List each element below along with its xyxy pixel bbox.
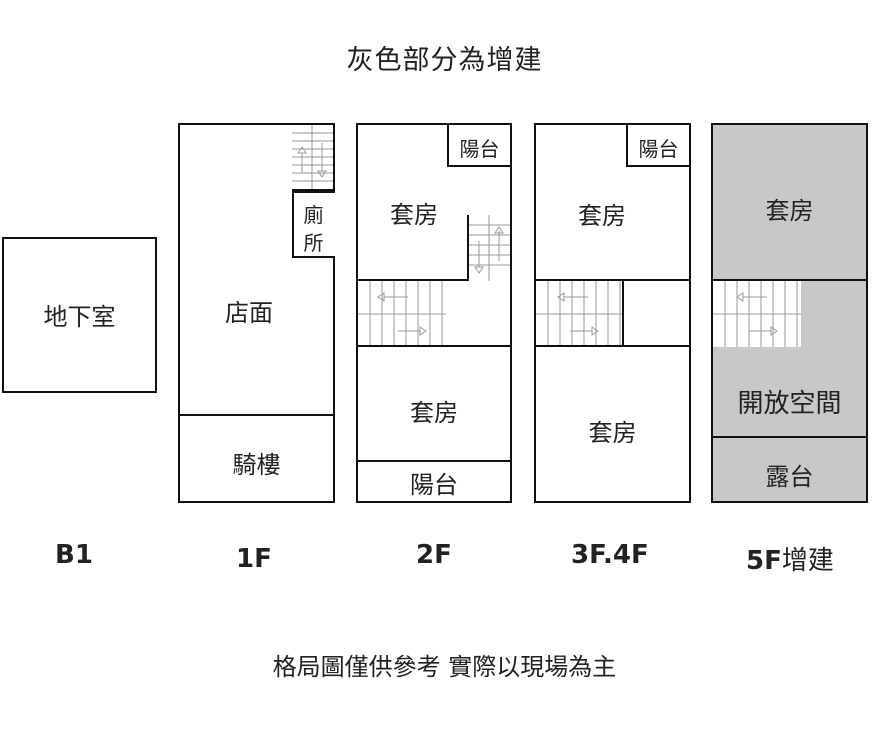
f2-upper-staircase: [469, 215, 510, 281]
f2-plan: 陽台 套房 套房 陽台: [356, 123, 512, 503]
floor-label-1f: 1F: [236, 544, 272, 574]
f34-staircase: [536, 281, 624, 347]
floor-label-5f-suffix: 增建: [781, 546, 834, 576]
f1-divider: [180, 414, 333, 416]
toilet-label-bottom: 所: [303, 231, 324, 255]
f1-staircase: [292, 125, 333, 189]
f2-middle-staircase: [358, 281, 446, 347]
f1-plan: 廁 所 店面 騎樓: [178, 123, 335, 503]
f2-bottom-divider: [358, 460, 510, 462]
floor-label-b1: B1: [55, 540, 93, 570]
plan-title: 灰色部分為增建: [346, 45, 543, 76]
floor-label-3f4f: 3F.4F: [571, 540, 649, 570]
disclaimer: 格局圖僅供參考 實際以現場為主: [272, 653, 617, 681]
f34-balcony-label: 陽台: [638, 137, 679, 161]
f5-open-space-label: 開放空間: [737, 389, 842, 419]
shop-label: 店面: [225, 299, 273, 327]
basement-label: 地下室: [43, 303, 116, 331]
balcony-bottom-label: 陽台: [410, 471, 458, 499]
f5-divider: [713, 436, 866, 438]
f2-middle-divider: [358, 345, 510, 347]
b1-basement-plan: 地下室: [2, 237, 157, 393]
suite-top-label: 套房: [390, 201, 438, 229]
suite-bottom-label: 套房: [410, 399, 458, 427]
f5-staircase: [713, 281, 801, 347]
toilet-label-top: 廁: [303, 203, 324, 227]
f34-plan: 陽台 套房 套房: [534, 123, 691, 503]
f5-terrace-label: 露台: [765, 463, 814, 491]
floor-label-5f-number: 5F: [746, 546, 782, 576]
f34-suite-top-label: 套房: [578, 202, 626, 230]
balcony-top-label: 陽台: [459, 137, 500, 161]
f5-plan: 套房 開放空間 露台: [711, 123, 868, 503]
f1-toilet: 廁 所: [292, 191, 335, 258]
f34-suite-bottom-label: 套房: [588, 419, 637, 447]
floor-label-5f: 5F增建: [746, 540, 834, 577]
floor-label-2f: 2F: [416, 540, 452, 570]
f2-top-balcony: 陽台: [447, 125, 510, 167]
f5-suite-label: 套房: [765, 197, 814, 225]
f34-divider: [536, 345, 689, 347]
f34-balcony: 陽台: [626, 125, 689, 167]
arcade-label: 騎樓: [232, 451, 281, 479]
